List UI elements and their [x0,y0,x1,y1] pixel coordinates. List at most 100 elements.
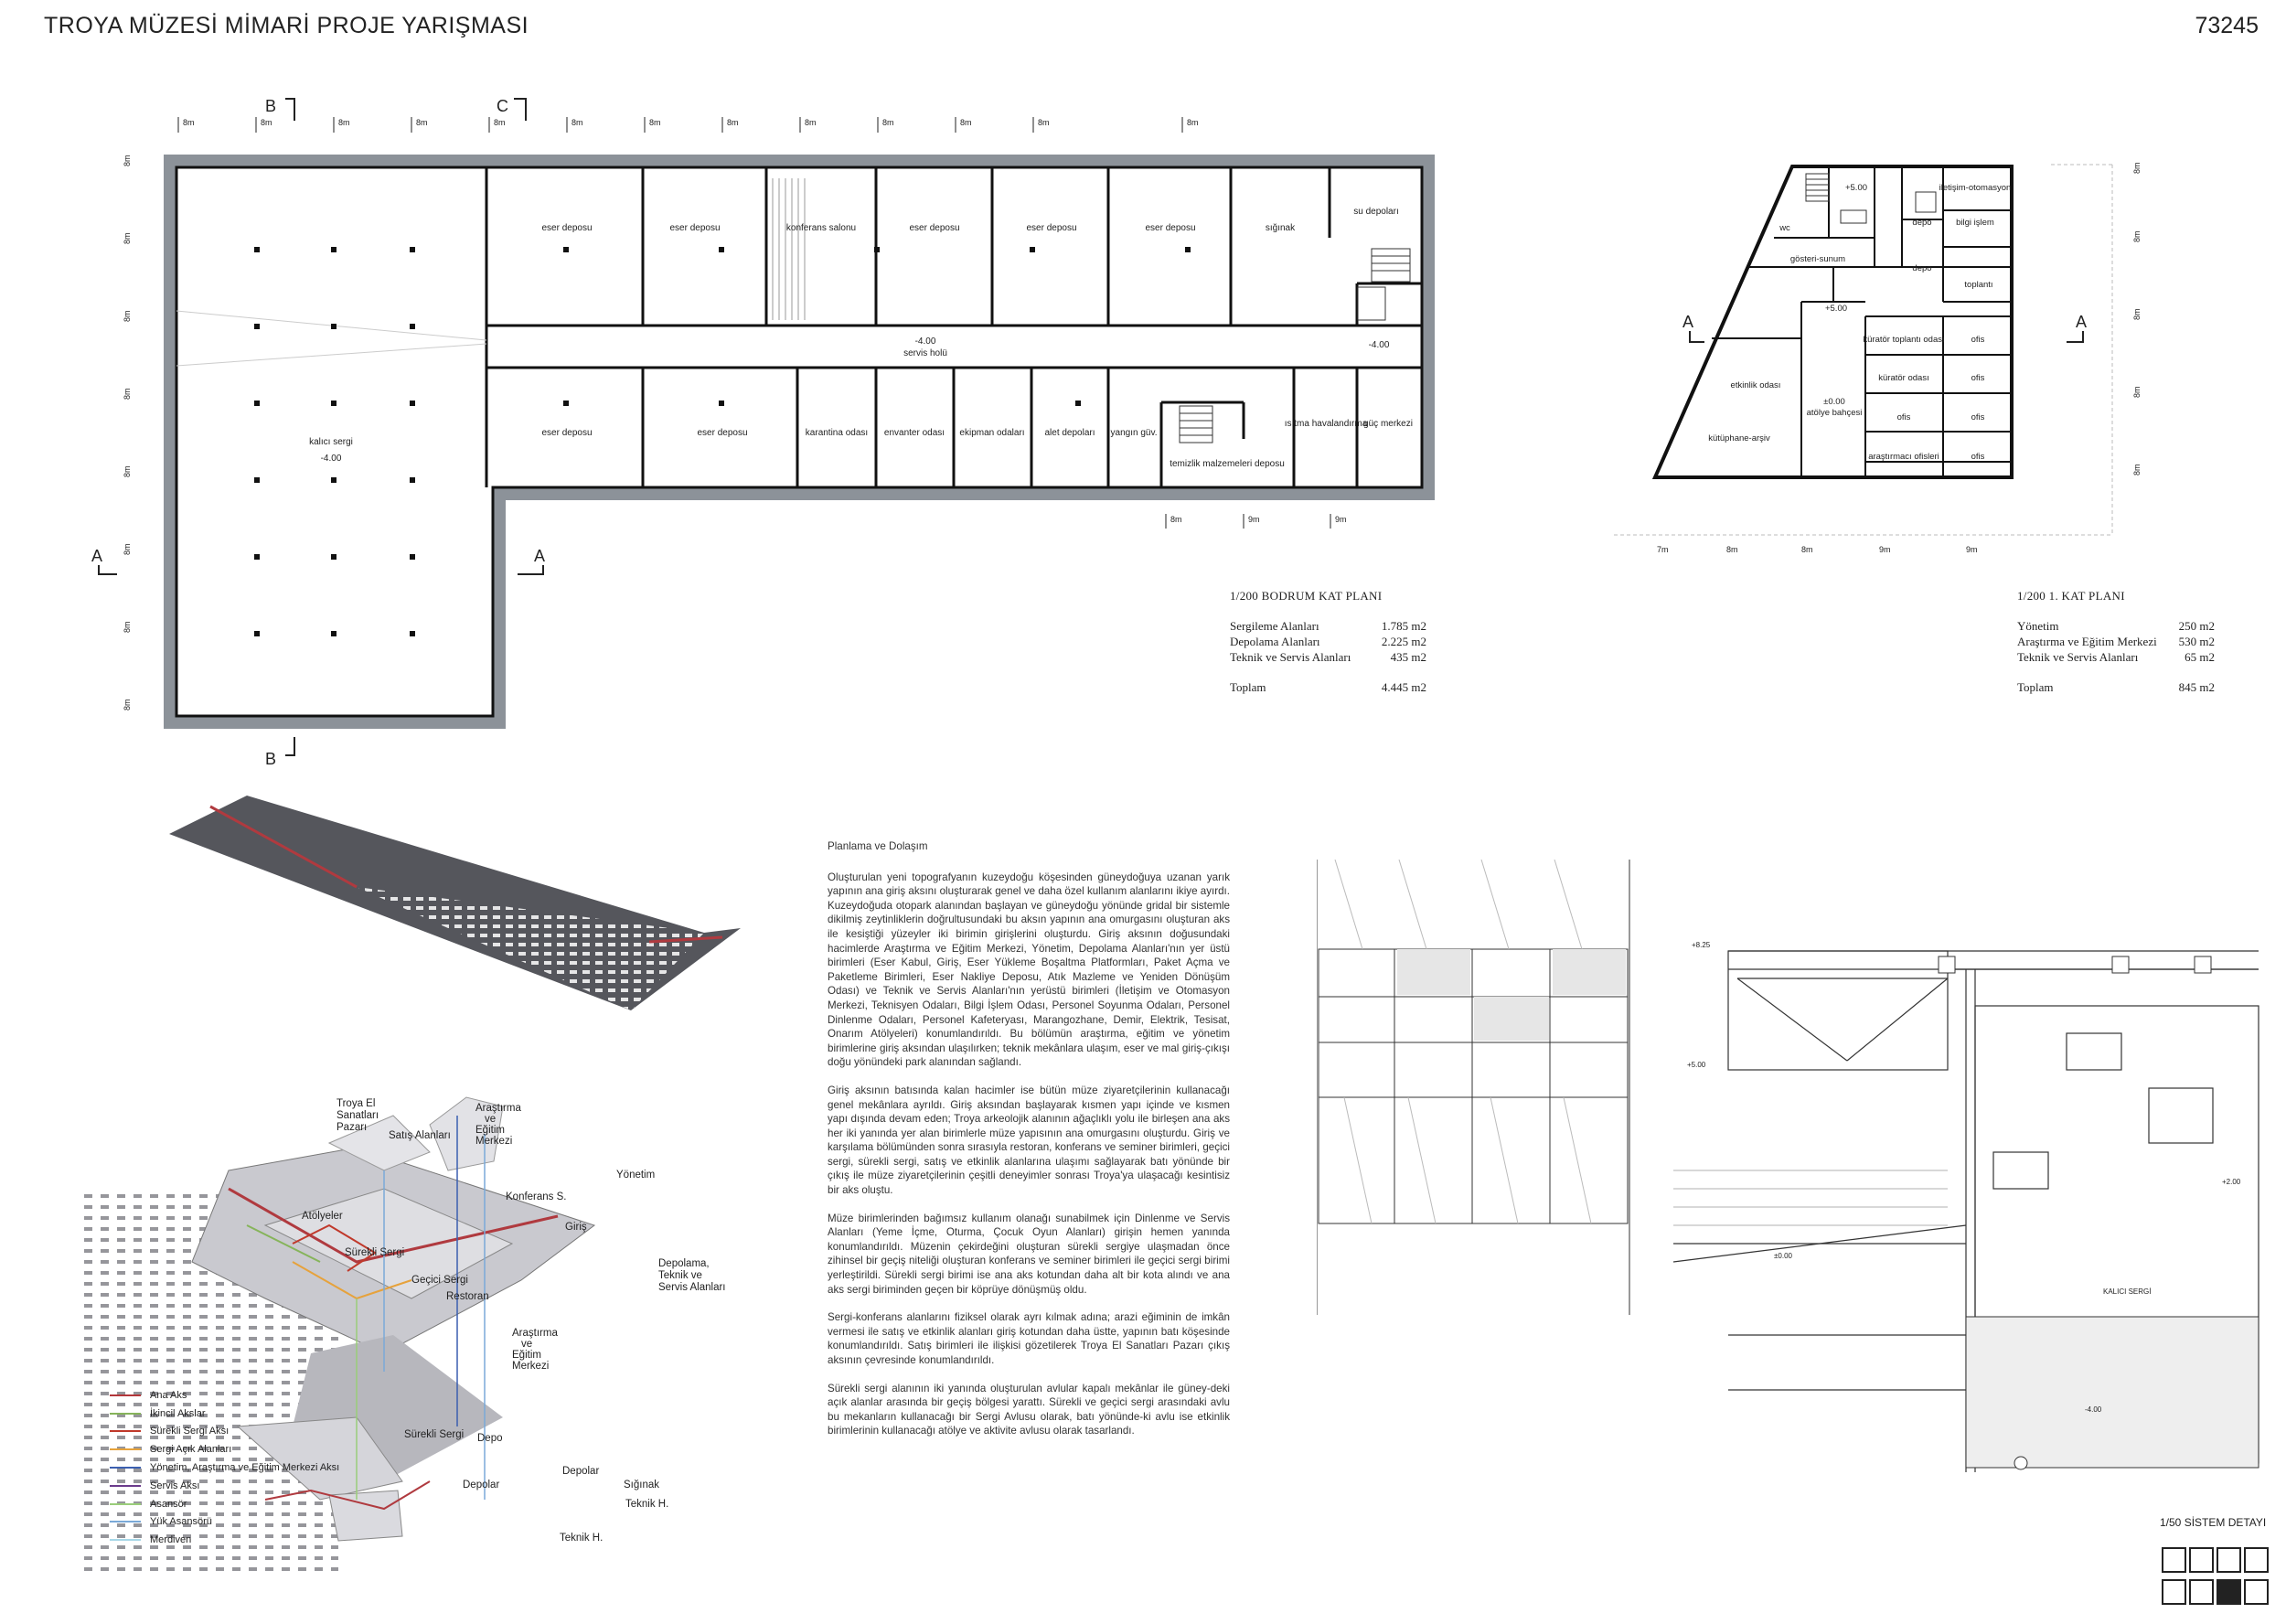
elev-top: +8.25 [1692,941,1711,949]
axo-label: Atölyeler [302,1211,343,1222]
axo-label: Troya El [336,1098,375,1109]
room-konferans: konferans salonu [786,223,856,233]
dim-label: 8m [2132,464,2142,475]
axo-label: Servis Alanları [658,1282,726,1293]
room-ofis: ofis [1971,373,1985,383]
section-a-right: A [2076,313,2087,331]
dim-label: 8m [123,465,132,477]
elev-neg: -4.00 [2085,1405,2102,1414]
room-ofis: ofis [1971,335,1985,345]
axo-label: Sürekli Sergi [345,1247,404,1258]
kalici-sergi-label: KALICI SERGİ [2103,1287,2151,1296]
room-ofis: ofis [1971,412,1985,422]
room-ekipman: ekipman odaları [959,428,1024,438]
dim-label: 8m [494,118,506,127]
axo-label: Eğitim [512,1350,541,1361]
sheet-index-cell [2217,1547,2241,1573]
room-eser-deposu: eser deposu [697,428,747,438]
room-eser-deposu: eser deposu [909,223,959,233]
axo-label: Eğitim [475,1125,505,1136]
paragraph: Sergi-konferans alanlarını fiziksel olar… [828,1311,1230,1366]
axo-label: Sığınak [624,1480,659,1490]
dim-label: 8m [572,118,583,127]
sheet-index-cell-active [2217,1578,2241,1605]
system-section-detail: +8.25 +5.00 +2.00 ±0.00 -4.00 KALICI SER… [1673,941,2259,1472]
room-alet: alet depoları [1044,428,1095,438]
dim-label: 8m [1801,545,1813,554]
axo-label: Sürekli Sergi [404,1429,464,1440]
room-su-depolari: su depoları [1353,207,1398,217]
section-a-right: A [534,547,545,565]
dim-label: 8m [123,388,132,400]
legend-item: Yük Asansörü [110,1513,339,1532]
section-b-bottom: B [265,750,276,768]
room-kalici-sergi: kalıcı sergi [309,437,353,447]
level-mid: +5.00 [1825,304,1847,314]
axo-label: Sanatları [336,1110,379,1121]
sheet-index-grid [2162,1547,2269,1608]
room-depo: depo [1912,218,1931,228]
dim-label: 8m [2132,162,2142,174]
room-isitma: ısıtma havalandırma [1285,419,1368,429]
axo-label: Depolama, [658,1258,710,1269]
facade-elevation [1317,860,1630,1315]
room-eser-deposu: eser deposu [1145,223,1195,233]
room-wc: wc [1779,223,1790,233]
room-toplanti: toplantı [1964,280,1992,290]
room-envanter: envanter odası [884,428,945,438]
first-floor-plan: A A 8m 8m 8m 8m 8m 7m 8m 8m 9m 9m +5.00 … [1614,162,2142,554]
paragraph: Giriş aksının batısında kalan hacimler i… [828,1084,1230,1197]
dim-label: 9m [1879,545,1891,554]
dim-label: 8m [805,118,817,127]
axo-label: Araştırma [512,1328,558,1339]
dim-label: 9m [1966,545,1978,554]
elev-2: +2.00 [2222,1178,2241,1186]
dim-label: 8m [2132,230,2142,242]
axonometric-diagram: Troya El Sanatları Pazarı Satış Alanları… [82,796,741,1573]
room-etkinlik: etkinlik odası [1731,380,1781,390]
basement-plan-title: 1/200 BODRUM KAT PLANI [1230,589,1383,603]
axo-label: Pazarı [336,1122,367,1133]
axo-label: Merkezi [512,1361,549,1372]
room-karantina: karantina odası [806,428,868,438]
sheet-index-cell [2162,1547,2186,1573]
paragraph: Müze birimlerinden bağımsız kullanım ola… [828,1212,1230,1296]
axo-label: Araştırma [475,1103,521,1114]
section-c-top: C [497,97,508,115]
room-kurator-odasi: küratör odası [1878,373,1928,383]
level-top: +5.00 [1845,183,1867,193]
room-kutuphane: kütüphane-arşiv [1708,433,1770,443]
room-depo: depo [1912,263,1931,273]
first-floor-plan-title: 1/200 1. KAT PLANI [2017,589,2125,603]
sheet-index-cell [2244,1578,2269,1605]
sheet-index-cell [2244,1547,2269,1573]
elev-0: ±0.00 [1774,1252,1793,1260]
axo-label: Merkezi [475,1136,512,1147]
axo-label: Depolar [562,1466,599,1477]
room-guc: güç merkezi [1363,419,1413,429]
left-dimension-marks: 8m 8m 8m 8m 8m 8m 8m 8m [123,155,132,710]
room-iletisim: iletişim-otomasyon [1939,183,2012,193]
dim-label: 9m [1335,515,1347,524]
legend-item: Sergi Açık Alanları [110,1440,339,1458]
room-servis-holu: servis holü [903,348,947,358]
room-kalici-level: -4.00 [321,454,342,464]
dim-label: 8m [183,118,195,127]
room-arastirmaci: araştırmacı ofisleri [1868,452,1939,462]
dim-label: 8m [2132,386,2142,398]
axo-label: ve [485,1114,496,1125]
dim-label: 7m [1657,545,1669,554]
room-siginak: sığınak [1266,223,1296,233]
legend-item: İkincil Akslar [110,1405,339,1423]
axo-label: Depo [477,1433,503,1444]
sheet-number: 73245 [2195,13,2259,38]
basement-area-table: 1/200 BODRUM KAT PLANI Sergileme Alanlar… [1230,589,1426,695]
top-dimension-marks: 8m 8m 8m 8m 8m 8m 8m 8m 8m 8m 8m 8m 8m [183,118,1199,127]
legend-item: Asansör [110,1495,339,1513]
dim-label: 8m [338,118,350,127]
